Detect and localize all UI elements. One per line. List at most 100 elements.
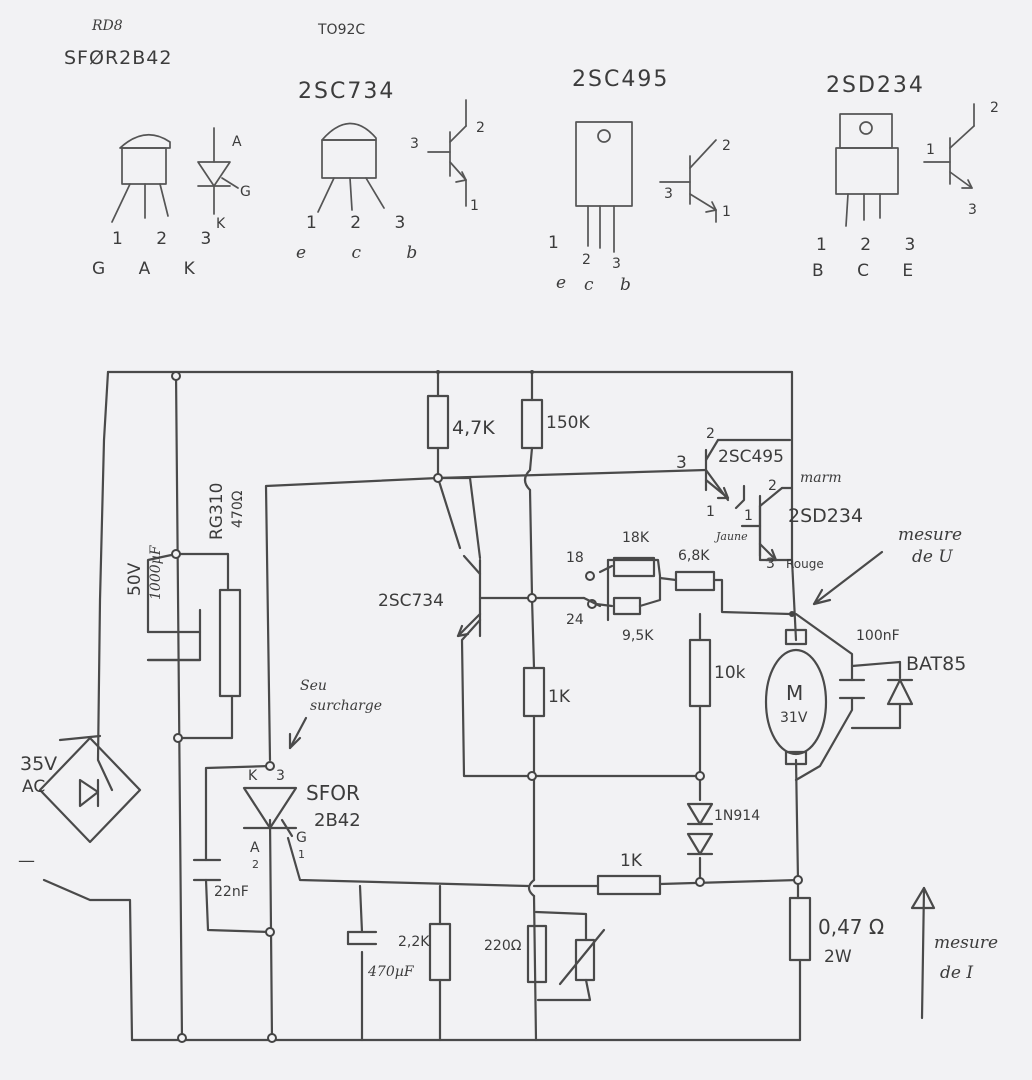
sd234-symbol-pin3: 3	[968, 202, 977, 218]
thyristor-pin-names: G A K	[92, 259, 209, 279]
thyristor-cathode-label: K	[216, 216, 226, 232]
thyristor-symbol-top	[197, 127, 239, 215]
sc495-symbol-pin1: 1	[722, 204, 731, 220]
resistor-2k2	[428, 922, 452, 982]
resistor-4k7-label: 4,7K	[452, 417, 495, 439]
motor	[764, 628, 828, 766]
mesure-i-label-2: de I	[940, 963, 973, 983]
capacitor-470uf-label: 470µF	[367, 964, 415, 980]
resistor-1k-mid	[522, 666, 546, 718]
sd234-pin-1: 1	[744, 508, 753, 524]
main-filter-capacitor	[146, 630, 202, 662]
resistor-6k8-label: 6,8K	[678, 548, 710, 564]
sc495-pin2: 2	[582, 252, 591, 268]
selector-24-label: 24	[566, 612, 584, 628]
resistor-220-label: 220Ω	[484, 938, 522, 954]
selector-wiper	[582, 596, 602, 608]
resistor-150k-label: 150K	[546, 413, 590, 433]
sd234-package-drawing	[835, 113, 899, 227]
resistor-047-power: 2W	[824, 947, 852, 967]
thyristor-name-1: SFOR	[306, 781, 360, 805]
resistor-4k7	[426, 394, 450, 450]
transistor-2sc734-label: 2SC734	[378, 591, 444, 611]
seuil-arrow	[288, 716, 308, 750]
sc495-pin-1: 1	[706, 504, 715, 520]
sd234-symbol-pin2: 2	[990, 100, 999, 116]
rg310-resistor	[218, 588, 242, 698]
sc734-symbol-pin2: 2	[476, 120, 485, 136]
resistor-10k-label: 10k	[714, 663, 746, 683]
mesure-u-label-1: mesure	[898, 525, 962, 545]
sd234-pin-3: 3	[766, 556, 775, 572]
thyristor-anode-label: A	[232, 134, 242, 150]
mesure-u-arrow	[812, 550, 884, 606]
selector-18-label: 18	[566, 550, 584, 566]
supply-ac-label: AC	[22, 777, 45, 797]
trimmer-resistor	[558, 928, 606, 986]
resistor-18k-label: 18K	[622, 530, 650, 546]
sc734-symbol-pin3: 3	[410, 136, 419, 152]
thyristor-package-drawing	[111, 134, 171, 223]
mesure-i-arrowhead	[910, 886, 936, 910]
transistor-2sd234	[758, 486, 794, 562]
sc495-pin-3: 3	[676, 453, 687, 473]
sd234-pin-2: 2	[768, 478, 777, 494]
mesure-u-arrowhead	[812, 588, 832, 606]
rg310-value: 470Ω	[230, 490, 246, 528]
supply-minus-label: —	[18, 851, 35, 871]
resistor-9k5-label: 9,5K	[622, 628, 654, 644]
motor-voltage: 31V	[780, 710, 808, 726]
sd234-pin-numbers: 1 2 3	[816, 235, 929, 255]
thyristor-name-2: 2B42	[314, 810, 361, 831]
part-2sd234-title: 2SD234	[826, 73, 925, 98]
resistor-10k	[688, 638, 712, 708]
sc495-pin3: 3	[612, 256, 621, 272]
thyristor-gate-label: G	[240, 184, 251, 200]
seuil-arrowhead	[288, 732, 302, 750]
wire-color-jaune: Jaune	[714, 530, 748, 543]
sc495-symbol-pin2: 2	[722, 138, 731, 154]
rd8-label: RD8	[91, 18, 123, 34]
sc734-symbol-pin1: 1	[470, 198, 479, 214]
resistor-1k-bottom	[596, 874, 662, 896]
capacitor-470uf	[346, 930, 378, 946]
sfor-part-label: SFØR2B42	[64, 47, 172, 69]
sc495-symbol-top	[659, 139, 717, 223]
resistor-9k5	[612, 596, 642, 616]
mesure-i-arrow	[920, 886, 926, 1020]
sc495-pin1: 1	[548, 233, 559, 253]
motor-label: M	[786, 681, 803, 705]
thyristor-a-label: A	[250, 840, 260, 856]
sc495-name-e: e	[556, 273, 566, 293]
transistor-2sc495	[704, 438, 792, 500]
to92c-label: TO92C	[317, 22, 365, 38]
supply-voltage-label: 35V	[20, 753, 57, 775]
mesure-i-label-1: mesure	[934, 933, 998, 953]
wire-color-marron: marm	[800, 470, 842, 486]
junction-nodes	[171, 370, 803, 1043]
thyristor-k-label: K	[248, 768, 258, 784]
resistor-047-label: 0,47 Ω	[818, 915, 884, 939]
resistor-2k2-label: 2,2K	[398, 934, 430, 950]
resistor-220	[526, 924, 548, 984]
thyristor-g-label: G	[296, 830, 307, 846]
resistor-6k8	[674, 570, 716, 592]
transistor-2sc734	[456, 554, 482, 638]
sd234-pin-names: B C E	[812, 261, 927, 281]
main-cap-capacitance: 1000µF	[148, 544, 164, 600]
resistor-1k-mid-label: 1K	[548, 687, 571, 707]
sc495-pin-2: 2	[706, 426, 715, 442]
resistor-047-shunt	[788, 896, 812, 962]
selector-contact-18	[585, 571, 595, 581]
rg310-label: RG310	[207, 483, 227, 540]
wire-color-rouge: Rouge	[786, 557, 824, 571]
seuil-label-1: Seu	[300, 678, 327, 694]
resistor-18k	[612, 556, 656, 578]
diode-1n914-label: 1N914	[714, 808, 760, 824]
main-cap-voltage: 50V	[125, 562, 145, 596]
thyristor-pin-numbers: 1 2 3	[112, 229, 225, 249]
sc734-pin-names: e c b	[296, 243, 437, 263]
sc495-name-b: b	[620, 275, 631, 295]
thyristor-1-label: 1	[298, 848, 305, 861]
